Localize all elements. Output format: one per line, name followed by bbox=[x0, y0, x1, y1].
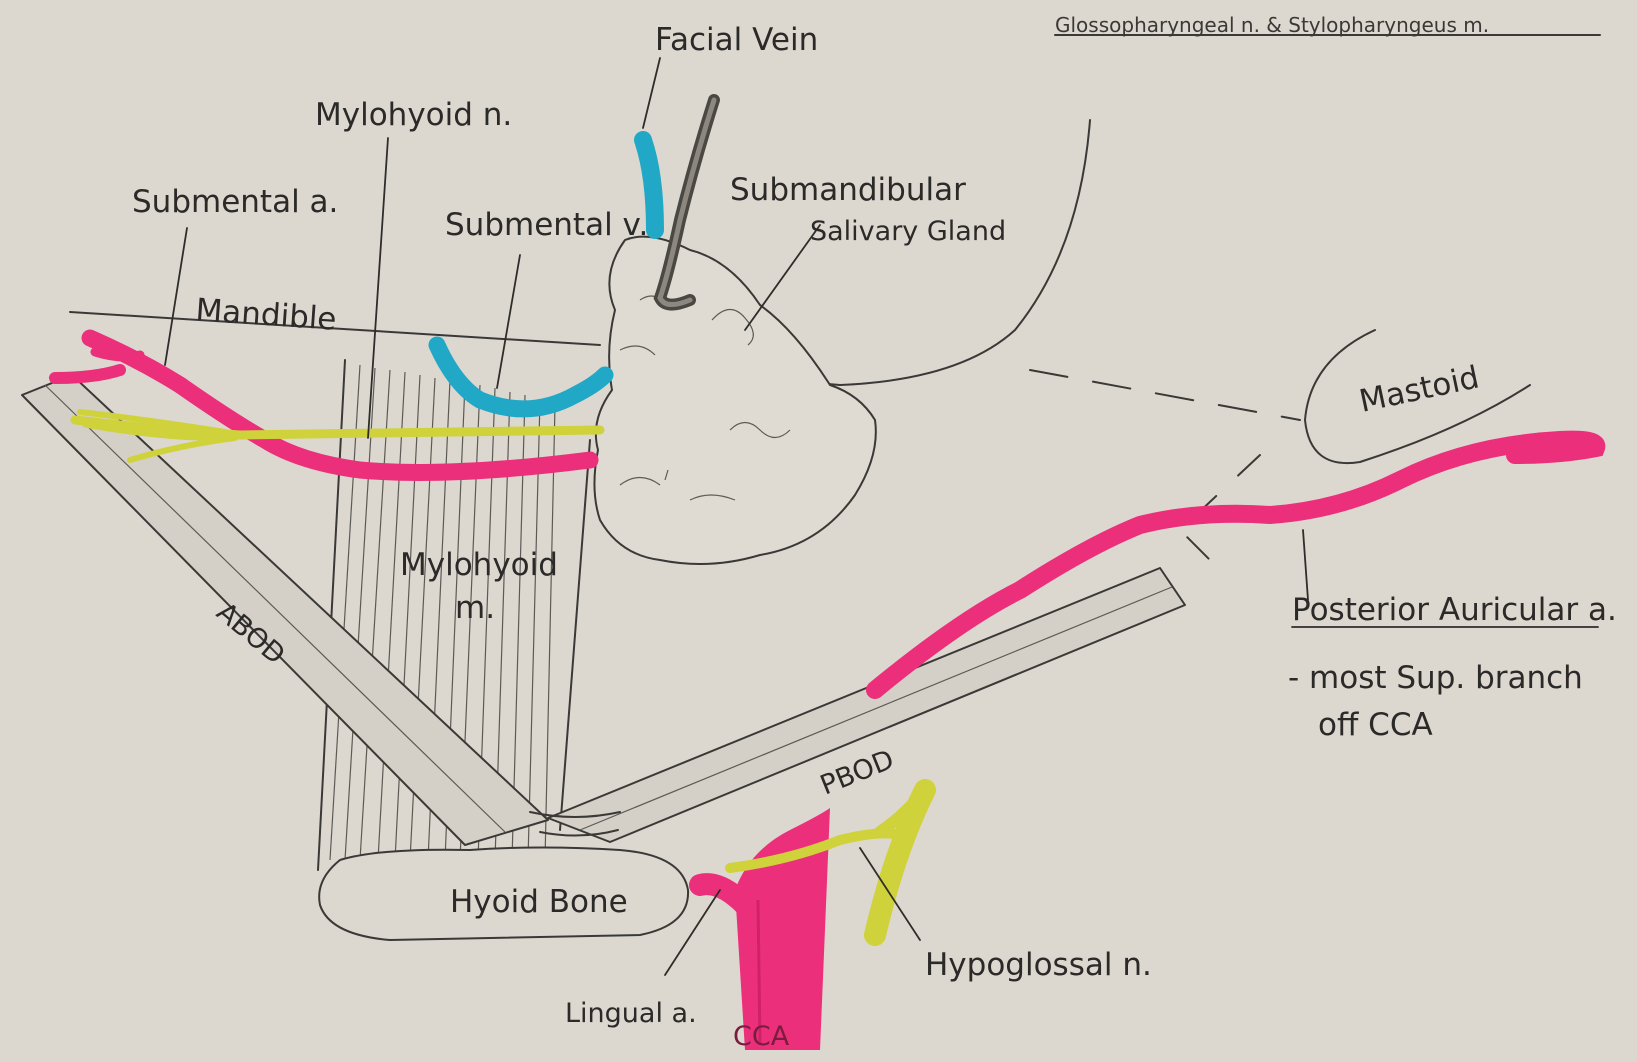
label-hyoid-bone: Hyoid Bone bbox=[450, 884, 628, 920]
label-note-line1: - most Sup. branch bbox=[1288, 660, 1583, 696]
label-glossopharyngeal-note: Glossopharyngeal n. & Stylopharyngeus m. bbox=[1055, 13, 1489, 37]
label-mylohyoid-muscle-m: m. bbox=[455, 590, 495, 626]
label-posterior-auricular: Posterior Auricular a. bbox=[1292, 592, 1617, 628]
label-mylohyoid-muscle: Mylohyoid bbox=[400, 547, 558, 583]
submandibular-gland bbox=[594, 237, 875, 564]
label-lingual: Lingual a. bbox=[565, 998, 697, 1029]
mylohyoid-nerve bbox=[75, 412, 600, 460]
label-mandible: Mandible bbox=[194, 292, 337, 338]
label-submental-vein: Submental v. bbox=[445, 207, 648, 243]
label-cca: CCA bbox=[733, 1021, 790, 1052]
label-submental-artery: Submental a. bbox=[132, 184, 338, 220]
pbod-band bbox=[548, 568, 1185, 842]
face-outline bbox=[780, 120, 1090, 385]
submental-vein bbox=[437, 345, 605, 409]
label-mylohyoid-nerve: Mylohyoid n. bbox=[315, 97, 512, 133]
label-facial-vein: Facial Vein bbox=[655, 22, 818, 58]
label-mastoid: Mastoid bbox=[1356, 359, 1482, 419]
label-salivary-gland: Salivary Gland bbox=[810, 216, 1006, 247]
lingual-artery bbox=[700, 884, 745, 905]
label-submandibular: Submandibular bbox=[730, 172, 966, 208]
label-hypoglossal: Hypoglossal n. bbox=[925, 947, 1152, 983]
label-note-line2: off CCA bbox=[1318, 707, 1433, 743]
